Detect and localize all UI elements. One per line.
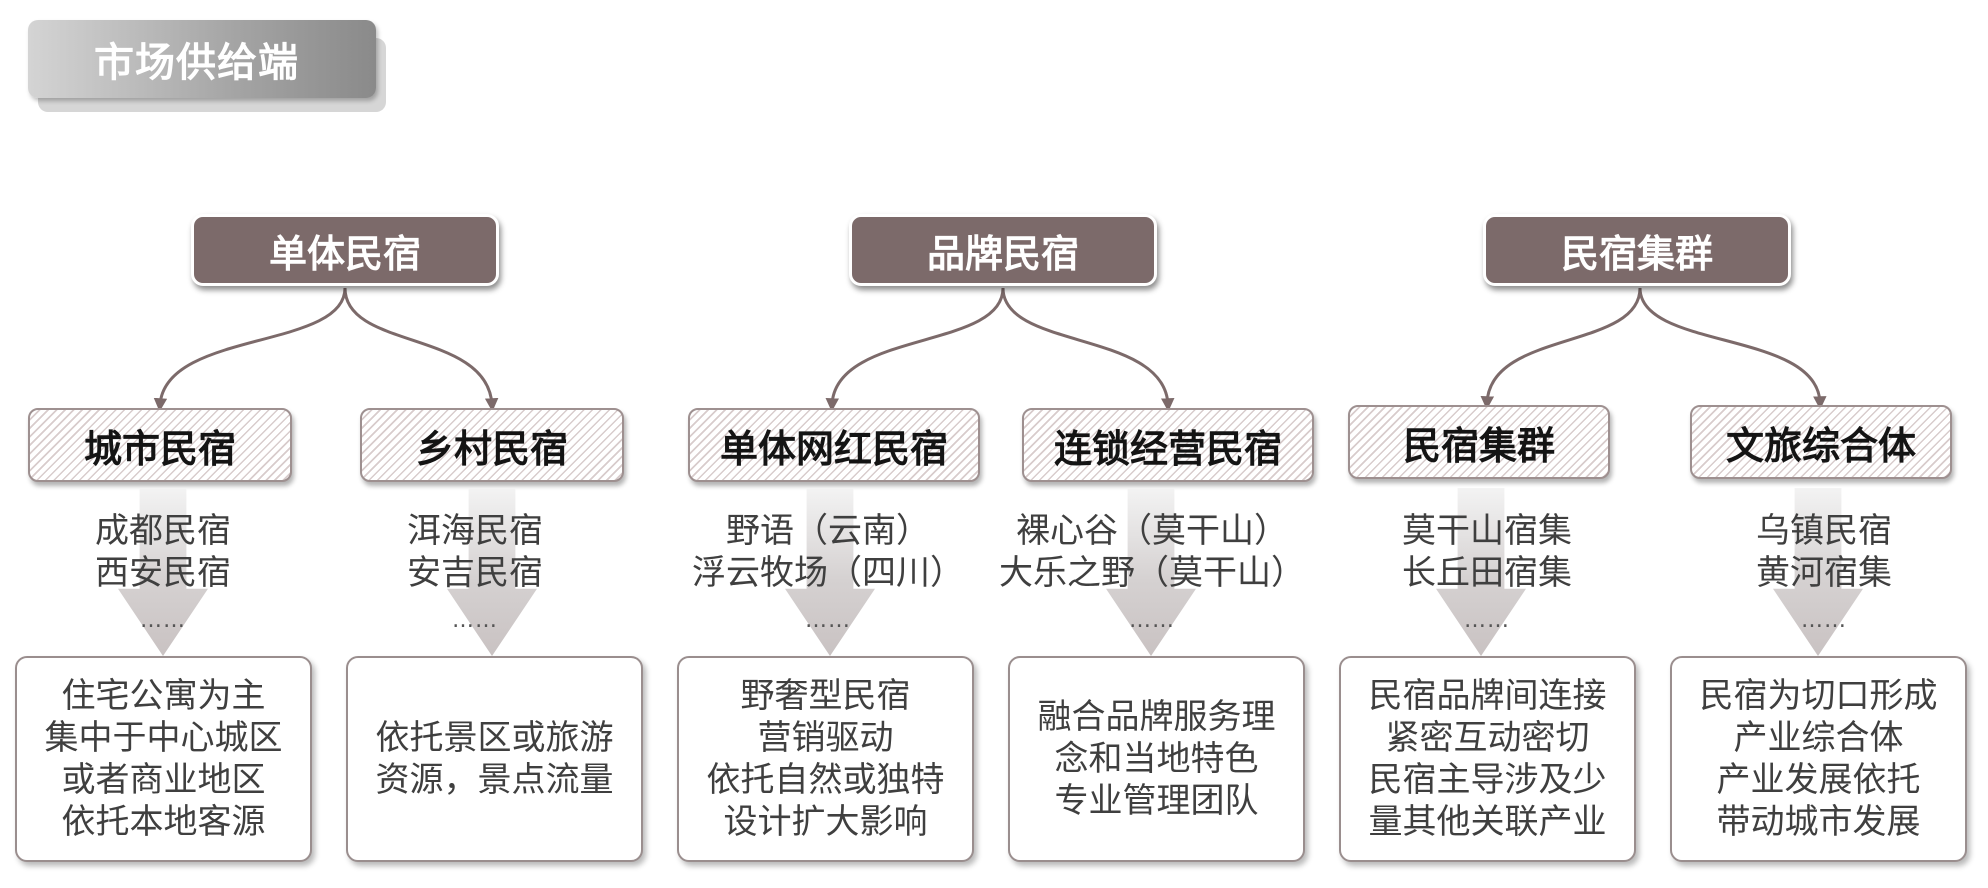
connector-cat1-left — [153, 287, 347, 412]
description-line: 念和当地特色 — [1054, 739, 1259, 779]
description-line: 依托景区或旅游 — [375, 718, 614, 758]
example-item: 安吉民宿 — [407, 553, 543, 593]
description-line: 民宿为切口形成 — [1699, 676, 1938, 716]
description-box-complex: 民宿为切口形成 产业综合体 产业发展依托 带动城市发展 — [1670, 656, 1967, 862]
examples-cluster: 莫干山宿集 长丘田宿集 — [1322, 510, 1652, 594]
examples-influencer: 野语（云南） 浮云牧场（四川） — [663, 510, 993, 594]
description-box-chain: 融合品牌服务理 念和当地特色 专业管理团队 — [1008, 656, 1305, 862]
connector-cat3-left — [1480, 287, 1642, 410]
section-title: 市场供给端 — [94, 40, 299, 86]
description-line: 或者商业地区 — [61, 760, 266, 800]
category-box-single-homestay: 单体民宿 — [191, 214, 499, 286]
description-line: 设计扩大影响 — [723, 802, 928, 842]
examples-rural: 洱海民宿 安吉民宿 — [310, 510, 640, 594]
description-box-urban: 住宅公寓为主 集中于中心城区 或者商业地区 依托本地客源 — [15, 656, 312, 862]
more-ellipsis: …… — [1801, 608, 1847, 633]
examples-chain: 裸心谷（莫干山） 大乐之野（莫干山） — [987, 510, 1317, 594]
description-line: 产业发展依托 — [1716, 760, 1921, 800]
subcategory-box-rural-homestay: 乡村民宿 — [360, 408, 624, 482]
more-ellipsis: …… — [805, 608, 851, 633]
example-item: 西安民宿 — [95, 553, 231, 593]
more-ellipsis: …… — [1129, 608, 1175, 633]
description-box-rural: 依托景区或旅游 资源，景点流量 — [346, 656, 643, 862]
description-line: 量其他关联产业 — [1368, 802, 1607, 842]
description-line: 营销驱动 — [757, 718, 894, 758]
example-item: 乌镇民宿 — [1756, 511, 1892, 551]
category-box-brand-homestay: 品牌民宿 — [849, 214, 1157, 286]
description-line: 野奢型民宿 — [740, 676, 911, 716]
example-item: 长丘田宿集 — [1402, 553, 1572, 593]
description-box-influencer: 野奢型民宿 营销驱动 依托自然或独特 设计扩大影响 — [677, 656, 974, 862]
subcategory-box-single-influencer-homestay: 单体网红民宿 — [688, 408, 980, 482]
examples-complex: 乌镇民宿 黄河宿集 — [1659, 510, 1988, 594]
subcategory-box-urban-homestay: 城市民宿 — [28, 408, 292, 482]
example-item: 成都民宿 — [95, 511, 231, 551]
example-item: 裸心谷（莫干山） — [1016, 511, 1288, 551]
example-item: 洱海民宿 — [407, 511, 543, 551]
category-box-homestay-cluster: 民宿集群 — [1483, 214, 1791, 286]
example-item: 莫干山宿集 — [1402, 511, 1572, 551]
examples-urban: 成都民宿 西安民宿 — [0, 510, 328, 594]
example-item: 黄河宿集 — [1756, 553, 1892, 593]
description-line: 依托自然或独特 — [706, 760, 945, 800]
subcategory-box-chain-homestay: 连锁经营民宿 — [1022, 408, 1314, 482]
description-line: 带动城市发展 — [1716, 802, 1921, 842]
description-line: 资源，景点流量 — [375, 760, 614, 800]
section-title-badge: 市场供给端 — [28, 20, 376, 98]
description-line: 住宅公寓为主 — [61, 676, 266, 716]
example-item: 野语（云南） — [726, 511, 930, 551]
more-ellipsis: …… — [1464, 608, 1510, 633]
description-line: 紧密互动密切 — [1385, 718, 1590, 758]
subcategory-box-cultural-tourism-complex: 文旅综合体 — [1690, 405, 1952, 479]
connector-cat3-right — [1638, 287, 1827, 410]
more-ellipsis: …… — [452, 608, 498, 633]
description-line: 融合品牌服务理 — [1037, 697, 1276, 737]
description-line: 产业综合体 — [1733, 718, 1904, 758]
description-line: 专业管理团队 — [1054, 781, 1259, 821]
more-ellipsis: …… — [140, 608, 186, 633]
connector-cat2-right — [1001, 287, 1175, 412]
connector-cat1-right — [343, 287, 499, 412]
description-line: 集中于中心城区 — [44, 718, 283, 758]
example-item: 大乐之野（莫干山） — [999, 553, 1305, 593]
description-box-cluster: 民宿品牌间连接 紧密互动密切 民宿主导涉及少 量其他关联产业 — [1339, 656, 1636, 862]
subcategory-box-homestay-cluster: 民宿集群 — [1348, 405, 1610, 479]
connector-cat2-left — [825, 287, 1005, 412]
description-line: 依托本地客源 — [61, 802, 266, 842]
description-line: 民宿主导涉及少 — [1368, 760, 1607, 800]
description-line: 民宿品牌间连接 — [1368, 676, 1607, 716]
example-item: 浮云牧场（四川） — [692, 553, 964, 593]
